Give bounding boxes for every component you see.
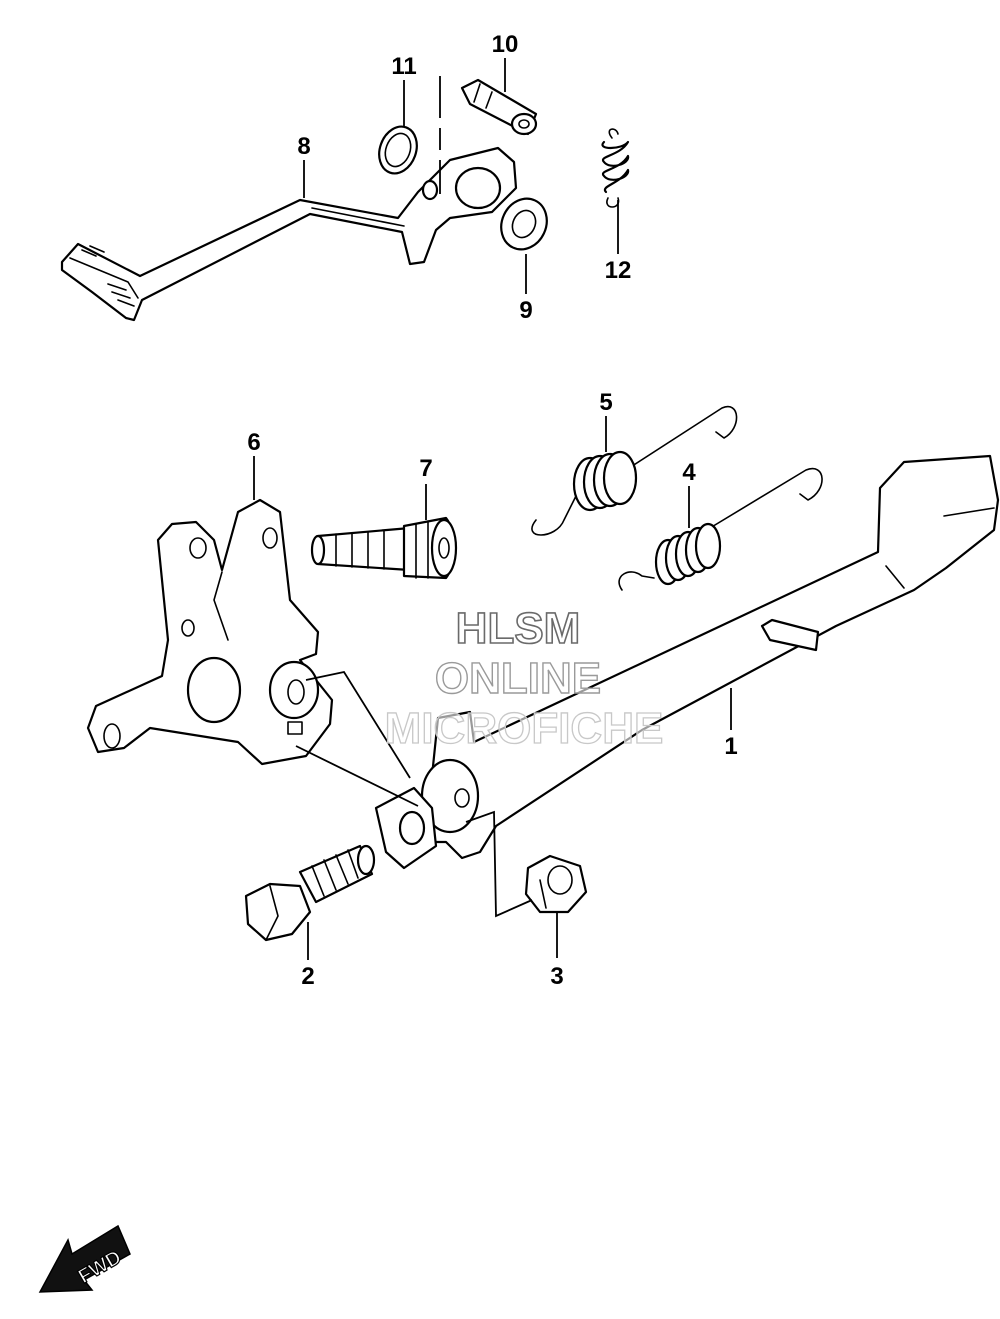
watermark-line-3: MICROFICHE: [385, 704, 664, 753]
callout-labels: 1 2 3 4 5 6 7 8 9 10 11 12: [247, 31, 737, 990]
watermark-line-1: HLSM: [456, 604, 581, 653]
callout-5: 5: [599, 389, 612, 416]
collar[interactable]: [374, 786, 438, 870]
washer-part-9[interactable]: [493, 191, 555, 257]
callout-7: 7: [419, 455, 432, 482]
spring-part-4[interactable]: [618, 467, 823, 591]
pivot-shaft-part-10[interactable]: [439, 76, 538, 194]
brake-pedal-part-8[interactable]: [60, 146, 518, 322]
assembly-lines: [295, 670, 533, 918]
side-stand-part-1[interactable]: [416, 454, 1000, 860]
callout-1: 1: [724, 733, 737, 760]
pivot-bolt-part-2[interactable]: [244, 844, 376, 942]
bolt-part-7[interactable]: [310, 516, 458, 580]
callout-10: 10: [492, 31, 519, 58]
callout-12: 12: [605, 257, 632, 284]
stand-bracket-part-6[interactable]: [86, 498, 334, 766]
forward-arrow-icon: [38, 1224, 131, 1293]
forward-direction-indicator: FWD: [38, 1224, 131, 1293]
spring-part-5[interactable]: [531, 405, 738, 536]
callout-8: 8: [297, 133, 310, 160]
spring-part-12[interactable]: [601, 128, 630, 208]
callout-3: 3: [550, 963, 563, 990]
callout-leaders: [253, 58, 732, 960]
watermark-line-2: ONLINE: [435, 654, 601, 703]
callout-9: 9: [519, 297, 532, 324]
nut-part-3[interactable]: [524, 854, 588, 914]
callout-11: 11: [391, 53, 416, 80]
callout-6: 6: [247, 429, 260, 456]
watermark: HLSM ONLINE MICROFICHE: [384, 603, 664, 753]
callout-4: 4: [682, 459, 696, 486]
snap-ring-part-11[interactable]: [373, 121, 423, 178]
callout-2: 2: [301, 963, 314, 990]
